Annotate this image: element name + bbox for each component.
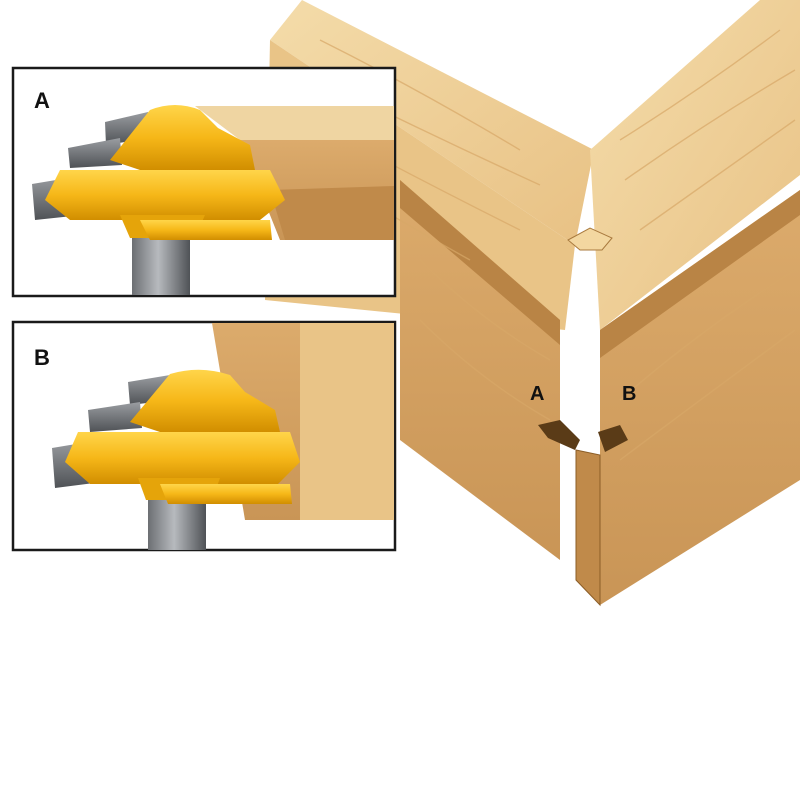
left-board-dark-band — [400, 180, 560, 345]
panel-b: B — [11, 320, 397, 552]
joint-label-a: A — [530, 383, 544, 405]
panel-a-label: A — [34, 88, 50, 113]
panel-a-bit-lower — [45, 170, 285, 220]
left-board-top-face — [270, 0, 594, 245]
panel-b-blade-mid — [88, 402, 142, 432]
panel-a-wood-band — [270, 186, 394, 240]
right-board-top-face — [590, 0, 800, 330]
joint-gap — [588, 380, 596, 450]
panel-b-wood-edge — [300, 323, 394, 520]
panel-b-bit-lowest — [160, 484, 292, 504]
joint-notch-b — [598, 425, 628, 452]
right-board-front-face — [600, 190, 800, 605]
panel-b-label: B — [34, 345, 50, 370]
joint-label-b: B — [622, 383, 636, 405]
left-board-front-face — [400, 180, 560, 560]
joined-boards: A B — [265, 0, 800, 607]
joint-tongue — [567, 227, 613, 251]
right-board-dark-band — [600, 190, 800, 358]
panel-a-bit-lowest — [140, 220, 272, 240]
joint-seam — [575, 449, 601, 607]
panel-a: A — [11, 66, 397, 298]
panel-b-bit-lower — [65, 432, 300, 484]
panel-a-blade-mid — [68, 138, 122, 168]
panel-a-bit-upper — [110, 105, 255, 170]
joint-notch-a — [538, 420, 580, 450]
panel-b-bit-upper — [130, 369, 280, 432]
panel-a-wood-top — [195, 106, 394, 140]
